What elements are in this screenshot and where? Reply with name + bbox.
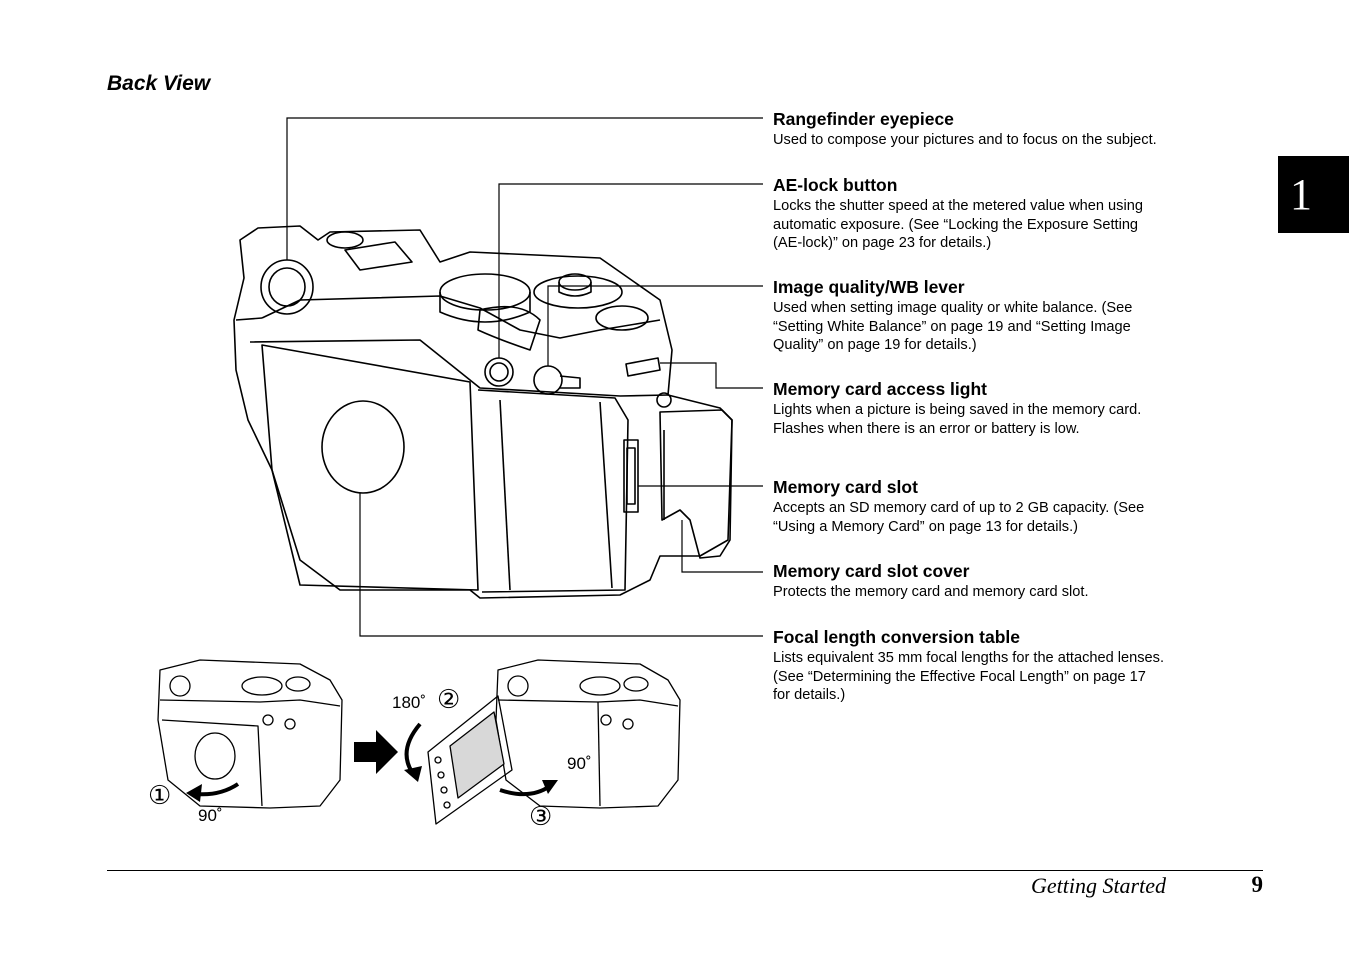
rotate-arrow-1: [195, 782, 240, 797]
callout-title: Memory card access light: [773, 379, 987, 399]
callout-memory-card-slot-cover: Memory card slot cover Protects the memo…: [773, 560, 1243, 602]
callout-title: Rangefinder eyepiece: [773, 109, 954, 129]
card-cover-opening-sequence: [157, 659, 681, 825]
section-title: Back View: [107, 72, 211, 95]
callout-title: AE-lock button: [773, 175, 898, 195]
callout-memory-card-slot: Memory card slot Accepts an SD memory ca…: [773, 476, 1243, 536]
leader-ae-lock-button: [498, 183, 763, 358]
callout-description: Used when setting image quality or white…: [773, 300, 1133, 353]
callout-memory-card-access-light: Memory card access light Lights when a p…: [773, 378, 1243, 438]
leader-focal-length-conversion-table: [359, 493, 763, 637]
angle-180-label: 180˚: [392, 693, 427, 712]
step-1-marker: ①: [148, 780, 172, 810]
callout-image-quality-wb-lever: Image quality/WB lever Used when setting…: [773, 276, 1243, 355]
image-quality-lever: [533, 365, 563, 395]
leader-image-quality-lever: [547, 285, 763, 366]
memory-card-access-light: [625, 357, 661, 377]
rotated-conversion-panel: [427, 695, 513, 825]
footer-divider: [107, 870, 1263, 871]
callout-title: Image quality/WB lever: [773, 277, 965, 297]
callout-description: Locks the shutter speed at the metered v…: [773, 198, 1143, 251]
camera-body-outline: [233, 225, 733, 599]
step-3-marker: ③: [529, 801, 553, 831]
focal-length-conversion-table: [321, 400, 405, 494]
callout-rangefinder-eyepiece: Rangefinder eyepiece Used to compose you…: [773, 108, 1243, 150]
page-number: 9: [1251, 872, 1264, 897]
callout-focal-length-conversion-table: Focal length conversion table Lists equi…: [773, 626, 1243, 705]
footer-section-title: Getting Started: [1030, 873, 1166, 898]
rotate-arrow-2: [404, 722, 422, 774]
angle-90-label-1: 90˚: [198, 806, 223, 825]
angle-90-label-2: 90˚: [567, 754, 592, 773]
callout-description: Accepts an SD memory card of up to 2 GB …: [773, 500, 1145, 535]
chapter-tab: 1: [1278, 156, 1349, 233]
callout-description: Protects the memory card and memory card…: [773, 584, 1089, 600]
callout-title: Memory card slot: [773, 477, 918, 497]
memory-card-slot: [623, 439, 639, 513]
callout-ae-lock-button: AE-lock button Locks the shutter speed a…: [773, 174, 1243, 253]
leader-memory-card-access-light: [660, 362, 763, 389]
step-2-marker: ②: [437, 684, 461, 714]
next-step-arrow: [354, 730, 398, 774]
callout-description: Lists equivalent 35 mm focal lengths for…: [773, 650, 1165, 703]
leader-memory-card-slot-cover: [681, 520, 763, 573]
leader-rangefinder-eyepiece: [286, 117, 763, 260]
callout-title: Memory card slot cover: [773, 561, 970, 581]
callout-description: Lights when a picture is being saved in …: [773, 402, 1142, 437]
memory-card-slot-cover: [659, 409, 733, 559]
rotate-arrow-3: [499, 784, 552, 797]
callout-title: Focal length conversion table: [773, 627, 1020, 647]
callout-description: Used to compose your pictures and to foc…: [773, 132, 1157, 148]
rear-panel: [261, 344, 479, 591]
